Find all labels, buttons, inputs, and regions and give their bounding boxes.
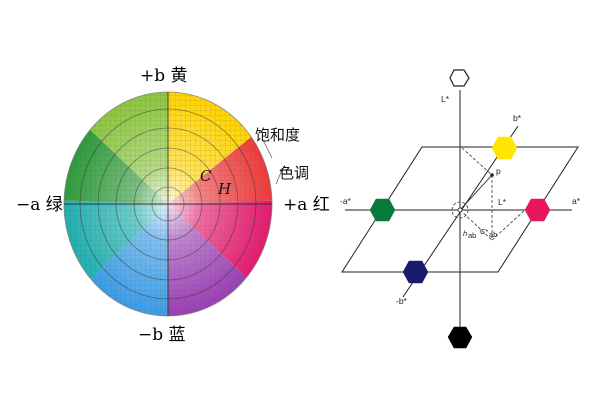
label-c-sub: ab [489,230,497,239]
hue-pointer [275,169,283,185]
green-hexagon [369,198,396,222]
label-hue: 色调 [279,164,309,182]
construction-lines [451,147,526,272]
label-plus-b-yellow: +b 黄 [140,66,188,86]
label-h: H [217,180,232,198]
yellow-hexagon [491,136,518,160]
lab-3d-diagram [341,69,579,349]
blue-hexagon [402,260,429,284]
label-plus-a-red: +a 红 [283,195,330,215]
label-point-p: p [496,166,501,176]
label-b-neg: -b* [396,296,408,306]
label-h-angle: h [463,229,467,238]
label-h-sub: ab [468,231,476,240]
black-hexagon [447,326,473,349]
white-hexagon [449,69,470,87]
label-c-star: C* [480,227,488,236]
label-c: C [200,167,212,185]
chromaticity-circle [63,91,283,317]
label-minus-a-green: −a 绿 [16,195,63,215]
origin-point [457,207,463,213]
point-p [490,173,494,177]
chroma-vector [459,174,493,211]
red-hexagon [524,198,551,222]
label-b-pos: b* [513,113,522,123]
label-saturation: 饱和度 [255,126,300,144]
saturation-pointer [261,137,273,159]
label-a-pos: a* [572,196,581,206]
label-l-vertical: L* [498,197,507,207]
hue-wheel [64,92,272,316]
label-a-neg: -a* [340,196,352,206]
label-l-top: L* [441,94,450,104]
ab-plane [341,146,579,273]
label-minus-b-blue: −b 蓝 [138,325,186,345]
